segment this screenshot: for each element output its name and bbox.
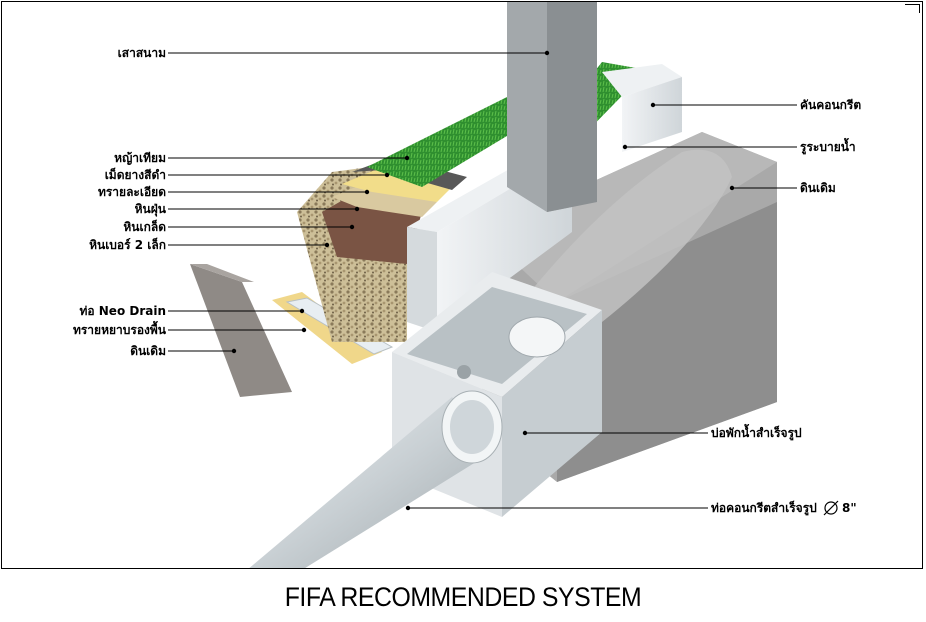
precast-concrete-pipe	[249, 390, 503, 568]
label-fine-sand: ทรายละเอียด	[97, 185, 166, 199]
leader-dots	[231, 50, 735, 511]
drainage-section-illustration	[168, 2, 797, 568]
label-concrete-curb: คันคอนกรีต	[800, 98, 862, 112]
label-native-soil-right: ดินเดิม	[800, 181, 836, 195]
label-no2-small-stone: หินเบอร์ 2 เล็ก	[89, 238, 166, 252]
label-artificial-grass: หญ้าเทียม	[114, 151, 166, 165]
label-native-soil-left: ดินเดิม	[130, 344, 166, 358]
label-pipe-size: 8"	[842, 501, 857, 515]
frame-corner-mark	[905, 4, 920, 13]
label-crushed-stone: หินเกล็ด	[123, 220, 166, 234]
field-pole	[507, 2, 597, 212]
left-leaders	[168, 52, 547, 352]
label-stone-dust: หินฝุ่น	[134, 202, 166, 216]
label-pole: เสาสนาม	[117, 46, 166, 60]
label-drain-hole: รูระบายน้ำ	[800, 140, 856, 154]
label-precast-catch-basin: บ่อพักน้ำสำเร็จรูป	[711, 426, 802, 440]
label-precast-concrete-pipe: ท่อคอนกรีตสำเร็จรูป	[711, 501, 817, 515]
diameter-icon	[823, 500, 839, 516]
label-rubber-granules: เม็ดยางสีดำ	[104, 168, 166, 182]
right-leaders	[408, 104, 797, 509]
diagram-caption: FIFA RECOMMENDED SYSTEM	[284, 582, 642, 612]
diagram-frame: เสาสนาม หญ้าเทียม เม็ดยางสีดำ ทรายละเอีย…	[1, 1, 923, 569]
drain-trench	[522, 149, 732, 322]
label-bedding-sand: ทรายหยาบรองพื้น	[72, 323, 166, 337]
label-neo-drain-pipe: ท่อ Neo Drain	[79, 304, 166, 318]
